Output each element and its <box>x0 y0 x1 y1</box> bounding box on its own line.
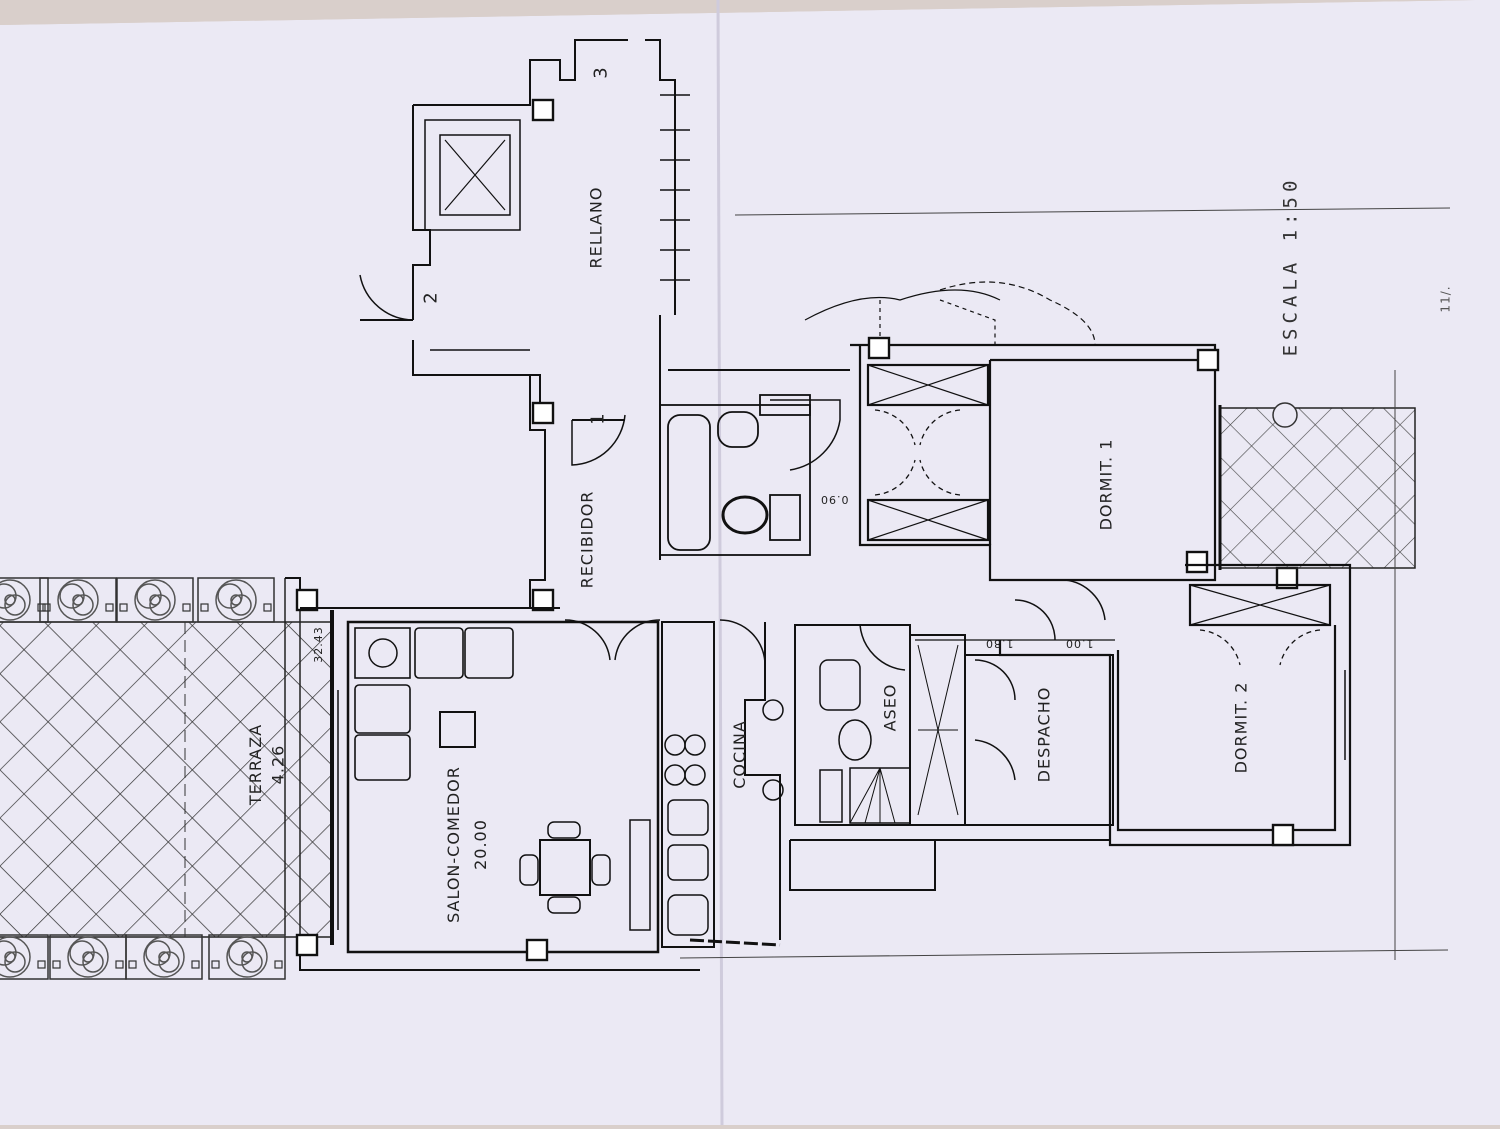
bedroom-1 <box>804 281 1217 621</box>
label-rellano: RELLANO <box>586 186 606 269</box>
scale-label: ESCALA 1:50 <box>1279 175 1302 357</box>
kitchen <box>661 619 784 948</box>
handwritten-note: 11/. <box>1438 285 1453 313</box>
reference-lines <box>679 207 1451 960</box>
landing <box>359 39 850 415</box>
dimension-terrace: 32.43 <box>311 626 325 663</box>
label-salon: SALON-COMEDOR <box>443 766 463 923</box>
label-terraza: TERRAZA <box>246 723 266 806</box>
terrace <box>0 577 339 980</box>
label-cocina: COCINA <box>729 720 749 789</box>
label-recibidor: RECIBIDOR <box>577 490 597 589</box>
label-despacho: DESPACHO <box>1034 686 1054 783</box>
bedroom-terrace <box>1218 402 1416 570</box>
label-aseo: ASEO <box>880 683 900 732</box>
label-dormit-1: DORMIT. 1 <box>1096 438 1116 531</box>
dimension-despacho: 1.80 <box>985 637 1014 650</box>
dimension-dormit: 1.00 <box>1065 637 1094 650</box>
bedroom-2 <box>779 563 1352 940</box>
dimension-door: 0.90 <box>820 493 849 506</box>
living-dining-room <box>299 607 700 971</box>
marker-3: 3 <box>590 66 612 79</box>
label-terraza-area: 4.26 <box>268 744 288 785</box>
label-salon-area: 20.00 <box>470 819 490 870</box>
label-dormit-2: DORMIT. 2 <box>1231 681 1251 774</box>
bathroom <box>659 394 841 556</box>
marker-2: 2 <box>420 291 442 304</box>
marker-1: 1 <box>587 412 609 425</box>
